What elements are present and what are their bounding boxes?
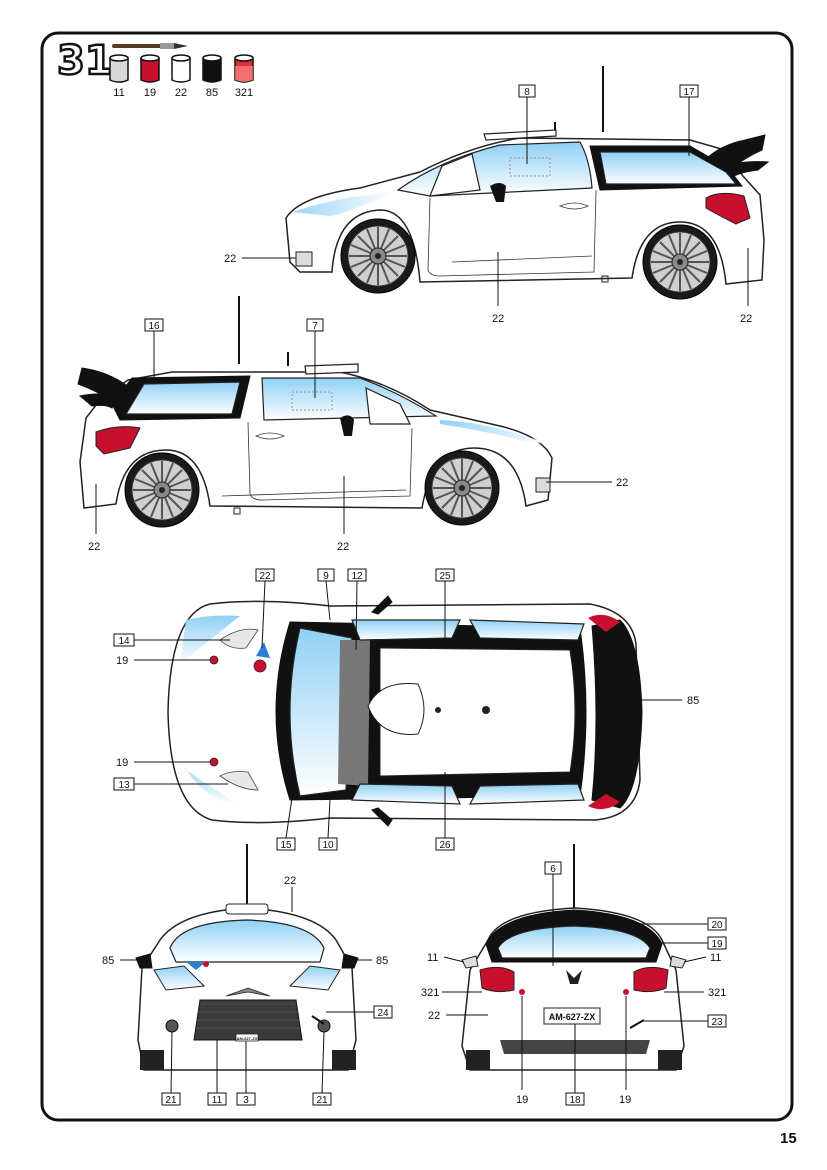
paint-code: 19 bbox=[144, 87, 156, 99]
decal-number: 15 bbox=[280, 840, 292, 851]
paint-label: 22 bbox=[492, 313, 504, 325]
decal-number: 21 bbox=[165, 1095, 177, 1106]
rear-plate-text: AM-627-ZX bbox=[549, 1012, 596, 1022]
paint-label: 19 bbox=[116, 757, 128, 769]
decal-number: 18 bbox=[569, 1095, 581, 1106]
paint-label: 321 bbox=[421, 987, 439, 999]
paint-label: 22 bbox=[740, 313, 752, 325]
decal-number: 9 bbox=[323, 571, 329, 582]
page-number: 15 bbox=[780, 1130, 797, 1147]
decal-number: 25 bbox=[439, 571, 451, 582]
paint-label: 85 bbox=[687, 695, 699, 707]
paint-label: 19 bbox=[116, 655, 128, 667]
paint-label: 22 bbox=[88, 541, 100, 553]
page-frame bbox=[40, 31, 794, 1122]
decal-number: 11 bbox=[212, 1095, 223, 1106]
paint-pot-85: 85 bbox=[202, 54, 222, 99]
side-view-right-drawing bbox=[285, 66, 770, 300]
decal-number: 22 bbox=[259, 571, 271, 582]
paint-pot-321: 321 bbox=[234, 54, 254, 99]
decal-number: 24 bbox=[377, 1008, 389, 1019]
paint-code: 22 bbox=[175, 87, 187, 99]
decal-number: 6 bbox=[550, 864, 556, 875]
paint-label: 85 bbox=[376, 955, 388, 967]
decal-number: 17 bbox=[683, 87, 695, 98]
paint-code: 321 bbox=[235, 87, 253, 99]
decal-number: 16 bbox=[148, 321, 160, 332]
decal-number: 10 bbox=[322, 840, 334, 851]
decal-number: 3 bbox=[243, 1095, 249, 1106]
paint-label: 11 bbox=[710, 952, 721, 964]
paint-label: 11 bbox=[427, 952, 438, 964]
paint-label: 22 bbox=[616, 477, 628, 489]
paint-label: 22 bbox=[224, 253, 236, 265]
paintbrush-icon bbox=[112, 43, 188, 49]
decal-number: 26 bbox=[439, 840, 451, 851]
paint-label: 22 bbox=[337, 541, 349, 553]
side-view-left-drawing bbox=[77, 296, 553, 528]
decal-number: 13 bbox=[118, 780, 130, 791]
decal-number: 8 bbox=[524, 87, 530, 98]
decal-number: 19 bbox=[711, 939, 723, 950]
paint-label: 22 bbox=[284, 875, 296, 887]
step-number: 31 bbox=[57, 38, 113, 84]
paint-label: 85 bbox=[102, 955, 114, 967]
paint-pot-11: 11 bbox=[109, 54, 129, 99]
decal-number: 21 bbox=[316, 1095, 328, 1106]
paint-label: 19 bbox=[516, 1094, 528, 1106]
front-plate-text: AM-627-ZX bbox=[237, 1036, 258, 1041]
paint-code: 11 bbox=[113, 87, 124, 99]
decal-number: 14 bbox=[118, 636, 130, 647]
paint-pot-22: 22 bbox=[171, 54, 191, 99]
decal-number: 20 bbox=[711, 920, 723, 931]
paint-pot-19: 19 bbox=[140, 54, 160, 99]
rear-view-drawing bbox=[461, 844, 687, 1071]
paint-label: 22 bbox=[428, 1010, 440, 1022]
decal-number: 7 bbox=[312, 321, 318, 332]
decal-number: 23 bbox=[711, 1017, 723, 1028]
paint-label: 19 bbox=[619, 1094, 631, 1106]
paint-code: 85 bbox=[206, 87, 218, 99]
decal-number: 12 bbox=[351, 571, 363, 582]
top-view-drawing bbox=[167, 595, 643, 827]
front-view-drawing bbox=[135, 844, 359, 1071]
paint-label: 321 bbox=[708, 987, 726, 999]
